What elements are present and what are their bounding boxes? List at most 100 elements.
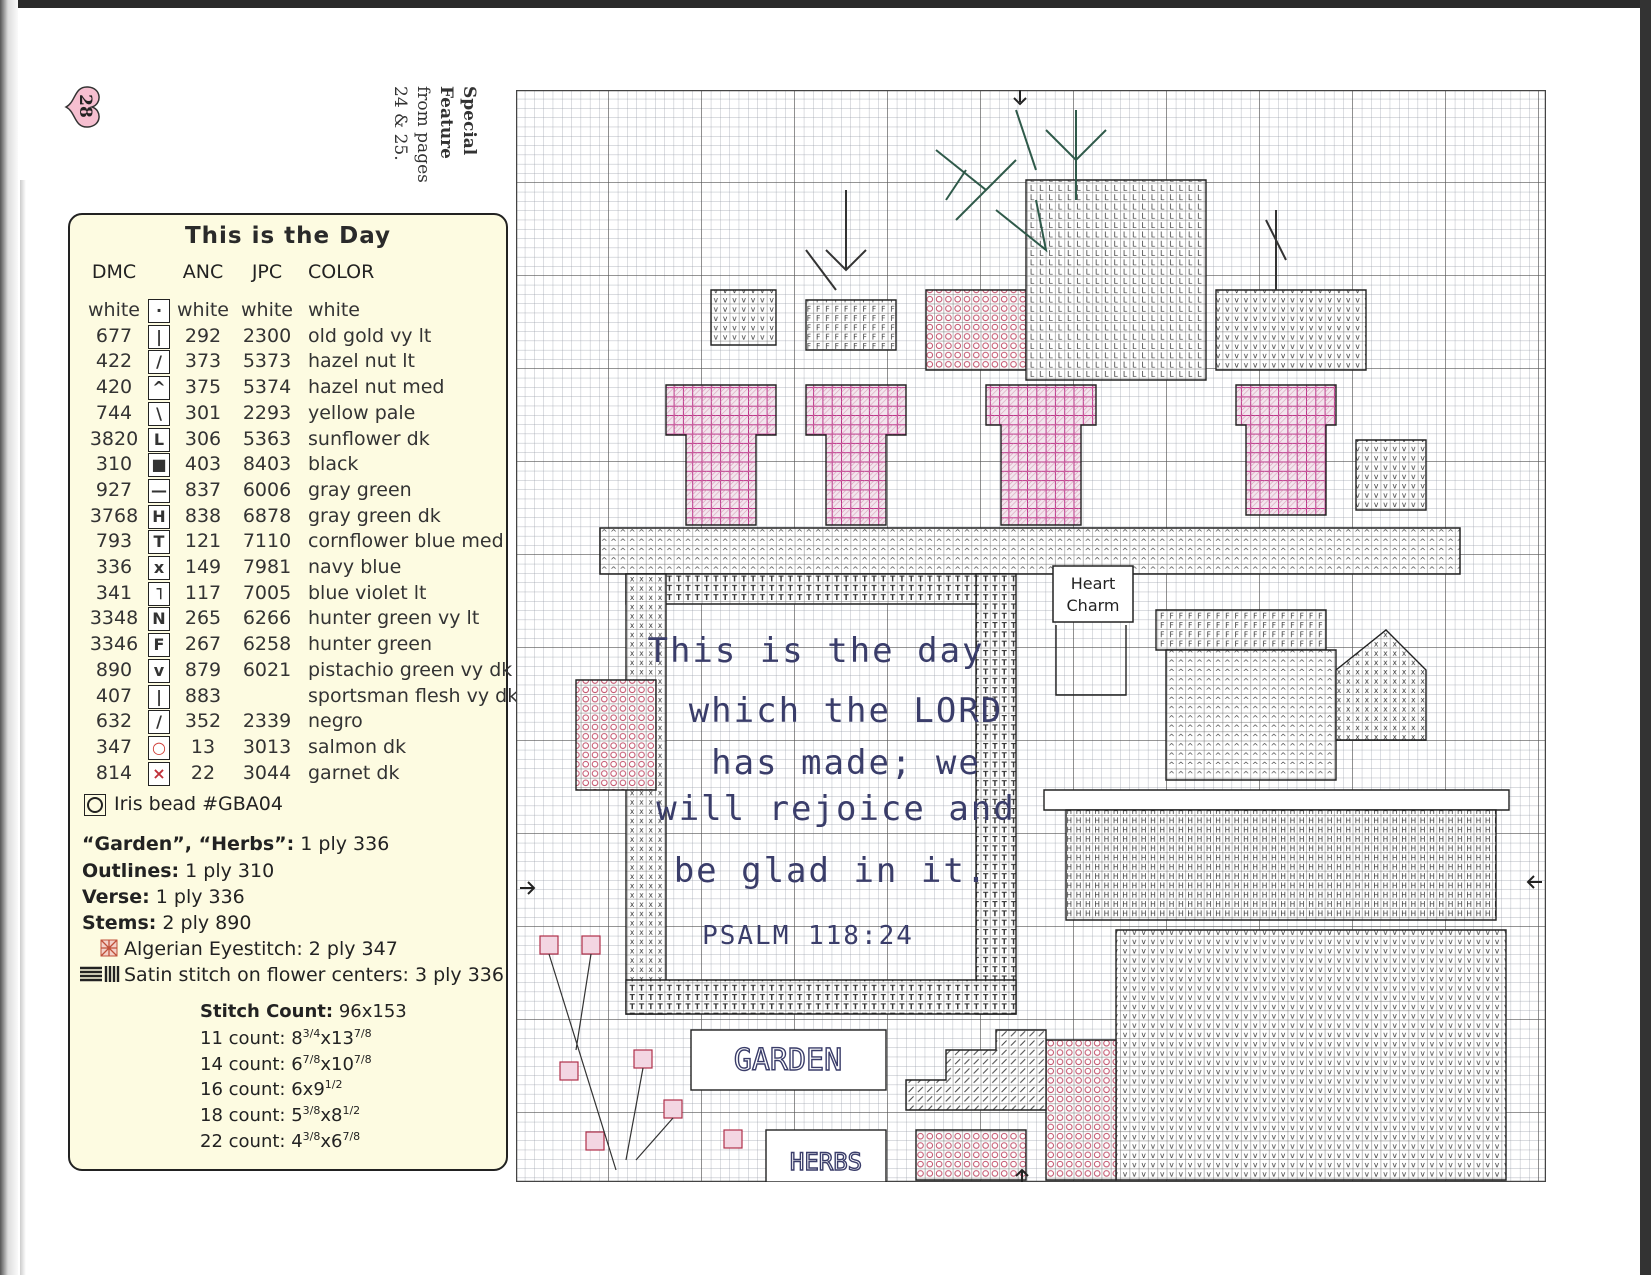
dmc-number: 744 (95, 401, 133, 424)
arrow-left-icon (520, 881, 536, 895)
dmc-number: 336 (95, 556, 133, 578)
header-dmc: DMC (91, 261, 137, 283)
anc-number: 13 (190, 735, 216, 758)
jpc-number: 7005 (242, 581, 292, 604)
count-w: 5 (291, 1105, 303, 1127)
count-h: 9 (313, 1079, 325, 1101)
stitch-symbol: ˥ (148, 581, 170, 606)
stitch-symbol: T (148, 530, 170, 555)
anc-number: 373 (184, 350, 222, 373)
jpc-number: 6021 (242, 658, 292, 681)
bead-label: Iris bead #GBA04 (114, 793, 283, 815)
jpc-number: 6258 (242, 633, 292, 656)
jpc-number: 3013 (242, 735, 292, 758)
anc-number: 121 (184, 530, 222, 553)
count-h: 8 (331, 1105, 343, 1127)
plant-4-tall (1025, 179, 1207, 381)
dmc-number: 793 (95, 530, 133, 553)
times-sign: x (320, 1130, 332, 1152)
count-label: 16 count: (200, 1079, 292, 1101)
watering-can (905, 1029, 1047, 1111)
header-color: COLOR (308, 261, 375, 283)
cross-stitch-chart: ^ T x v F L H This is (516, 90, 1546, 1182)
fence (1115, 929, 1507, 1181)
algerian-eyestitch-icon (100, 939, 118, 957)
dmc-number: 927 (95, 478, 133, 501)
times-sign: x (302, 1079, 314, 1101)
jpc-number: 5374 (242, 376, 292, 399)
dmc-number: 632 (95, 710, 133, 733)
anc-number: white (177, 299, 229, 321)
flower-eyestitch (539, 935, 559, 955)
color-name: garnet dk (308, 761, 400, 784)
color-name: sportsman flesh vy dk (308, 684, 519, 707)
fabric-count: 22 count: 43/8x67/8 (200, 1130, 360, 1152)
pot-4 (1235, 384, 1337, 516)
shed-wall (1165, 649, 1337, 781)
fabric-count: 14 count: 67/8x107/8 (200, 1053, 372, 1075)
sign-top-border (625, 573, 1007, 605)
note-stems: Stems: 2 ply 890 (82, 912, 251, 934)
anc-number: 375 (184, 376, 222, 399)
anc-number: 883 (184, 684, 222, 707)
count-label: 22 count: (200, 1130, 292, 1152)
note-label: Stems: (82, 912, 157, 934)
jpc-number: 3044 (242, 761, 292, 784)
verse-sign: This is the day which the LORD has made;… (575, 573, 1017, 1015)
flower-eyestitch (559, 1061, 579, 1081)
jpc-number: 7110 (242, 530, 292, 553)
color-name: blue violet lt (308, 581, 427, 604)
stitch-symbol: x (148, 556, 170, 580)
color-name: old gold vy lt (308, 324, 432, 347)
flower-eyestitch (723, 1129, 743, 1149)
count-w: 8 (291, 1028, 303, 1049)
count-hf: 7/8 (342, 1129, 361, 1143)
count-label: 14 count: (200, 1053, 292, 1075)
anc-number: 117 (184, 581, 222, 604)
pot-1 (665, 384, 777, 526)
hanging-heart-left (575, 679, 657, 791)
stitch-symbol: / (148, 710, 170, 735)
verse-line: has made; we (711, 743, 981, 783)
color-name: pistachio green vy dk (308, 658, 513, 681)
jpc-number: 5373 (242, 350, 292, 373)
jpc-number: 2293 (242, 401, 292, 424)
charm-hanger (1055, 625, 1127, 696)
count-wf: 7/8 (302, 1052, 321, 1066)
special-feature-note: Special Feature from pages 24 & 25. (388, 86, 480, 216)
charm-label-box (1052, 565, 1134, 623)
grid-border (516, 90, 1546, 1182)
stitch-symbol: ^ (148, 376, 170, 401)
stitch-symbol: · (148, 299, 170, 323)
count-w: 6 (291, 1053, 303, 1075)
stitch-symbol: — (148, 478, 170, 503)
verse-line: be glad in it. (674, 851, 989, 891)
color-key-legend: This is the Day DMC ANC JPC COLOR white·… (68, 213, 518, 1171)
anc-number: 403 (184, 453, 222, 476)
stitch-count-label: Stitch Count: (200, 1001, 334, 1022)
color-name: black (308, 453, 359, 476)
shed-side-roof (1335, 629, 1427, 741)
dmc-number: 677 (95, 324, 133, 347)
header-anc: ANC (182, 261, 224, 283)
plant-1 (710, 289, 777, 346)
flower-eyestitch (633, 1049, 653, 1069)
stitch-symbol: L (148, 427, 170, 452)
dmc-number: 347 (95, 735, 133, 758)
count-h: 10 (331, 1053, 354, 1075)
verse-reference: PSALM 118:24 (702, 921, 914, 951)
verse-line: which the LORD (689, 691, 1004, 731)
anc-number: 149 (184, 556, 222, 578)
color-name: negro (308, 710, 363, 733)
times-sign: x (320, 1053, 332, 1075)
anc-number: 352 (184, 710, 222, 733)
